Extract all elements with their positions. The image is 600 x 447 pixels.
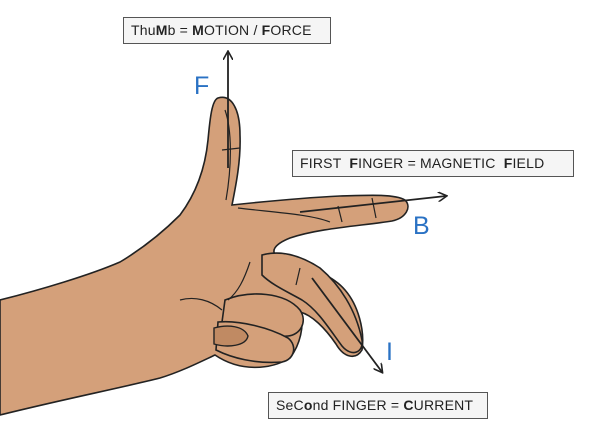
label-segment: FIRST [300,155,350,171]
label-segment: F [349,155,359,171]
current-arrow [311,277,382,372]
label-segment: F [261,22,271,38]
palm-line [179,297,223,311]
label-segment: ORCE [270,22,312,38]
label-segment: IELD [512,155,545,171]
fingernail [213,325,249,347]
thumb-crease [221,147,241,151]
index-crease-2 [371,197,377,219]
label-segment: nd FINGER = [312,397,404,413]
label-segment: OTION / [204,22,262,38]
middle-crease [295,267,301,286]
label-segment: C [403,397,414,413]
knuckle-line [227,261,251,301]
label-segment: Thu [131,22,156,38]
field-arrow [299,196,446,213]
label-segment: F [503,155,513,171]
middle-finger [261,252,363,354]
label-segment: SeC [276,397,304,413]
label-segment: M [155,22,168,38]
label-segment: o [303,397,313,413]
first-finger-label-box: FIRST FINGER = MAGNETIC FIELD [292,150,574,177]
label-segment: b = [167,22,193,38]
label-segment: URRENT [413,397,474,413]
index-base-line [237,207,331,223]
field-letter: B [413,212,430,240]
hand-palm [0,96,409,416]
second-finger-label-box: SeCond FINGER = CURRENT [268,392,488,419]
label-segment: INGER = MAGNETIC [358,155,504,171]
force-letter: F [194,72,210,100]
label-segment: M [192,22,205,38]
thumb-label-box: ThuMb = MOTION / FORCE [123,17,331,44]
current-letter: I [386,338,393,366]
